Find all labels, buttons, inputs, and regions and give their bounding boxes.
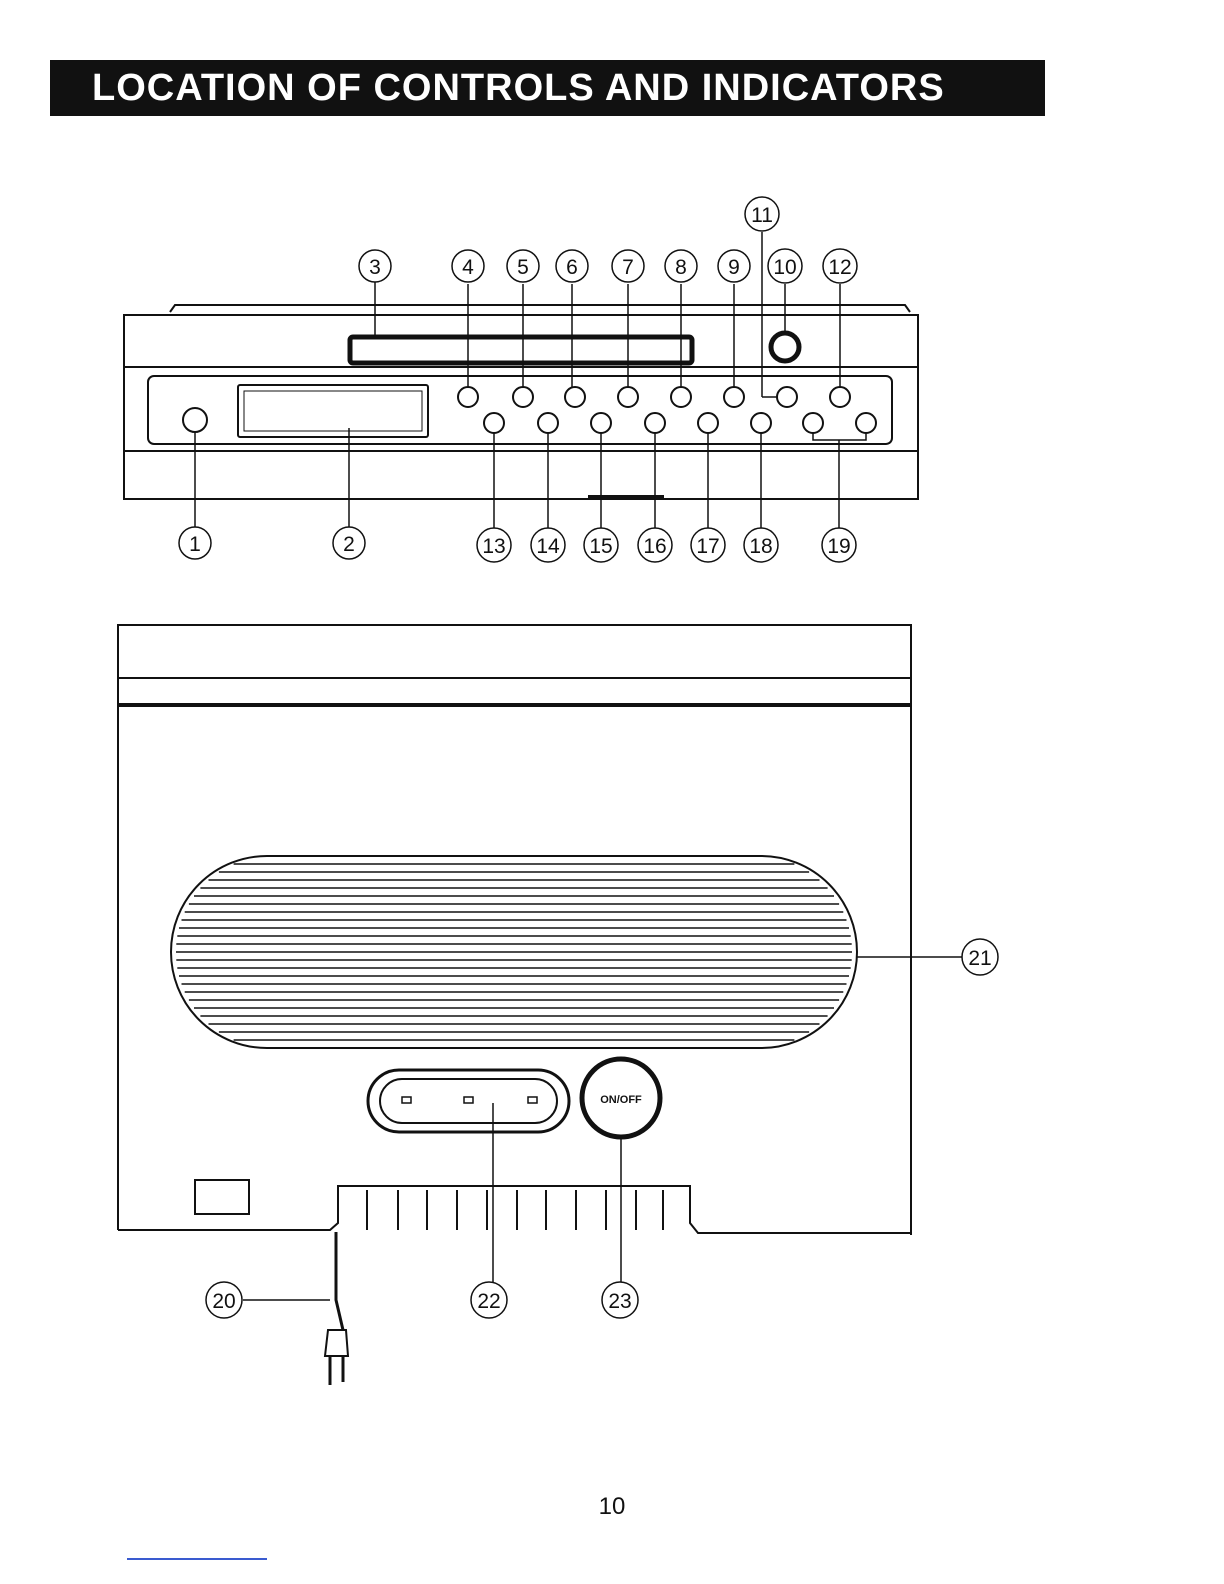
vent-slots (367, 1190, 663, 1230)
power-plug (325, 1330, 348, 1356)
button-15[interactable] (591, 413, 611, 433)
callout-13: 13 (477, 528, 511, 562)
svg-text:11: 11 (751, 204, 773, 227)
on-off-label: ON/OFF (600, 1094, 642, 1106)
button-12[interactable] (830, 387, 850, 407)
callout-10: 10 (768, 249, 802, 283)
callout-3: 3 (359, 250, 391, 282)
callout-23: 23 (602, 1282, 638, 1318)
label-plate (195, 1180, 249, 1214)
callout-8: 8 (665, 250, 697, 282)
callout-5: 5 (507, 250, 539, 282)
svg-text:19: 19 (827, 535, 850, 558)
svg-text:17: 17 (696, 535, 719, 558)
button-19a[interactable] (803, 413, 823, 433)
callout-9: 9 (718, 250, 750, 282)
button-5[interactable] (513, 387, 533, 407)
grille-lines (176, 864, 852, 1040)
callout-22: 22 (471, 1282, 507, 1318)
front-view (124, 305, 918, 499)
callout-19: 19 (822, 528, 856, 562)
svg-text:7: 7 (622, 256, 634, 279)
button-18[interactable] (751, 413, 771, 433)
button-16[interactable] (645, 413, 665, 433)
svg-text:23: 23 (608, 1290, 631, 1313)
callout-21: 21 (962, 939, 998, 975)
control-panel (148, 376, 892, 444)
callout-6: 6 (556, 250, 588, 282)
display-window (238, 385, 428, 437)
button-7[interactable] (618, 387, 638, 407)
svg-text:14: 14 (536, 535, 560, 558)
svg-text:21: 21 (968, 947, 991, 970)
svg-text:3: 3 (369, 256, 381, 279)
callout-20: 20 (206, 1282, 242, 1318)
button-9[interactable] (724, 387, 744, 407)
power-button-1[interactable] (183, 408, 207, 432)
callout-18: 18 (744, 528, 778, 562)
callout-12: 12 (823, 249, 857, 283)
power-cord (336, 1232, 343, 1330)
button-4[interactable] (458, 387, 478, 407)
svg-text:13: 13 (482, 535, 505, 558)
svg-text:15: 15 (589, 535, 612, 558)
svg-text:16: 16 (643, 535, 666, 558)
callout-14: 14 (531, 528, 565, 562)
svg-text:4: 4 (462, 256, 474, 279)
callout-15: 15 (584, 528, 618, 562)
button-11[interactable] (777, 387, 797, 407)
button-17[interactable] (698, 413, 718, 433)
callout-16: 16 (638, 528, 672, 562)
button-19b[interactable] (856, 413, 876, 433)
page-number: 10 (0, 1493, 1224, 1521)
callout-4: 4 (452, 250, 484, 282)
top-lip (118, 625, 911, 705)
svg-text:6: 6 (566, 256, 578, 279)
svg-text:5: 5 (517, 256, 529, 279)
button-13[interactable] (484, 413, 504, 433)
top-row-buttons (458, 387, 850, 407)
callout-1: 1 (179, 527, 211, 559)
callout-11: 11 (745, 197, 779, 231)
callout-17: 17 (691, 528, 725, 562)
button-8[interactable] (671, 387, 691, 407)
callout-7: 7 (612, 250, 644, 282)
knob-10[interactable] (771, 333, 799, 361)
button-14[interactable] (538, 413, 558, 433)
svg-text:10: 10 (773, 256, 796, 279)
svg-text:12: 12 (828, 256, 851, 279)
callout-2: 2 (333, 527, 365, 559)
svg-text:20: 20 (212, 1290, 235, 1313)
footer-rule (127, 1558, 267, 1560)
svg-text:1: 1 (189, 533, 201, 556)
svg-text:18: 18 (749, 535, 772, 558)
svg-text:22: 22 (477, 1290, 500, 1313)
mode-switch[interactable] (380, 1079, 557, 1123)
button-6[interactable] (565, 387, 585, 407)
cd-slot (350, 337, 692, 363)
bottom-row-buttons (484, 413, 876, 433)
svg-text:8: 8 (675, 256, 687, 279)
svg-text:9: 9 (728, 256, 740, 279)
svg-text:2: 2 (343, 533, 355, 556)
bottom-view (118, 625, 911, 1385)
